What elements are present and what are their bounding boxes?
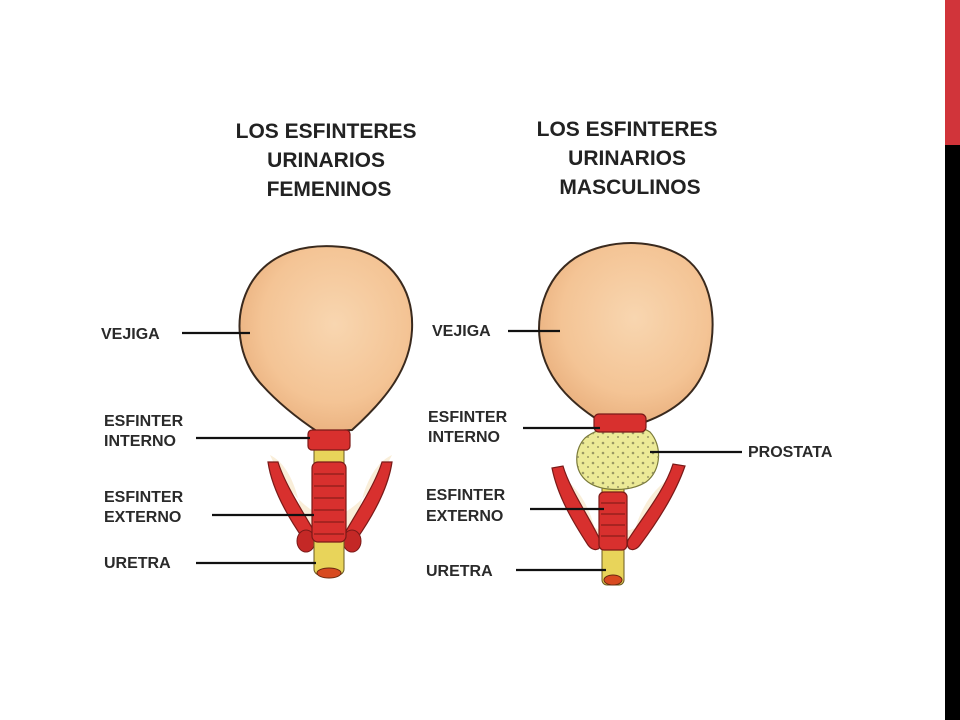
female-label-esfinter-interno: ESFINTER INTERNO — [104, 413, 188, 450]
male-title-line-1: LOS ESFINTERES — [537, 118, 718, 141]
male-diagram: LOS ESFINTERES URINARIOS MASCULINOS — [426, 118, 833, 586]
male-external-sphincter — [598, 491, 628, 551]
male-title: LOS ESFINTERES URINARIOS MASCULINOS — [537, 118, 724, 199]
male-label-esfinter-externo: ESFINTER EXTERNO — [426, 487, 510, 525]
female-label-uretra: URETRA — [104, 555, 171, 572]
female-internal-sphincter — [307, 429, 351, 451]
female-label-esfinter-externo: ESFINTER EXTERNO — [104, 489, 188, 526]
male-label-prostata: PROSTATA — [748, 444, 833, 461]
female-bladder — [238, 245, 414, 434]
male-label-vejiga: VEJIGA — [432, 323, 491, 340]
male-pelvic-muscle-right — [626, 463, 686, 551]
male-label-uretra: URETRA — [426, 563, 493, 580]
female-title-line-2: URINARIOS — [267, 149, 385, 172]
female-diagram: LOS ESFINTERES URINARIOS FEMENINOS — [101, 120, 423, 579]
female-external-sphincter — [311, 461, 347, 543]
male-bladder — [538, 242, 714, 424]
male-title-line-3: MASCULINOS — [559, 176, 700, 199]
female-title-line-1: LOS ESFINTERES — [236, 120, 417, 143]
female-title: LOS ESFINTERES URINARIOS FEMENINOS — [236, 120, 423, 201]
male-title-line-2: URINARIOS — [568, 147, 686, 170]
female-title-line-3: FEMENINOS — [267, 178, 392, 201]
male-internal-sphincter — [593, 413, 647, 433]
accent-bar-black — [945, 145, 960, 720]
accent-bar-red — [945, 0, 960, 145]
male-label-esfinter-interno: ESFINTER INTERNO — [428, 409, 512, 446]
female-leader-lines — [182, 331, 316, 565]
male-leader-lines — [508, 329, 742, 572]
female-label-vejiga: VEJIGA — [101, 326, 160, 343]
